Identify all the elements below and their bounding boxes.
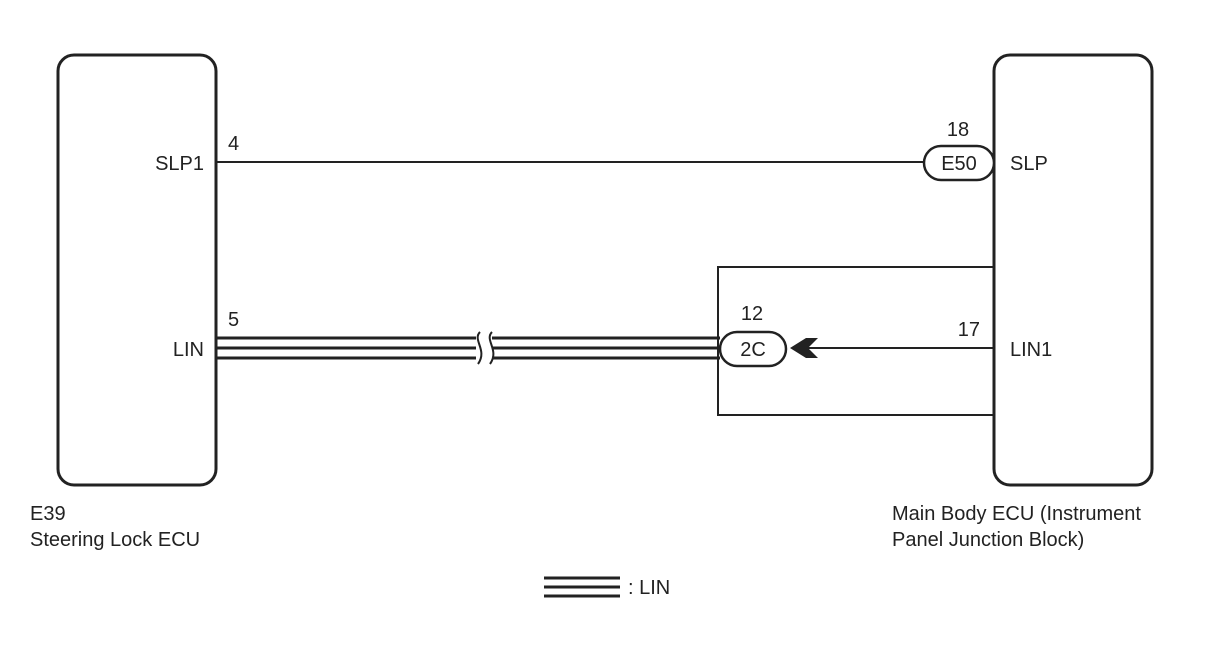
junction-block-enclosure: [717, 266, 994, 416]
wire-break-symbol: [476, 331, 495, 365]
connector-2c-pin: 12: [741, 303, 763, 325]
pin-label-lin: LIN: [173, 339, 204, 361]
steering-lock-ecu-box: [56, 53, 218, 487]
right-ecu-name-line2: Panel Junction Block): [892, 529, 1084, 551]
pin-label-slp1: SLP1: [155, 153, 204, 175]
pin-number-17: 17: [958, 319, 980, 341]
connector-e50-pin: 18: [947, 119, 969, 141]
legend-label: : LIN: [628, 577, 670, 599]
legend-line-symbol: [544, 576, 620, 598]
left-ecu-code: E39: [30, 503, 66, 525]
connector-2c: [718, 330, 788, 368]
right-ecu-name-line1: Main Body ECU (Instrument: [892, 503, 1141, 525]
lin-wire: [216, 336, 720, 360]
connector-e50-label: E50: [941, 153, 977, 175]
pin-label-lin1: LIN1: [1010, 339, 1052, 361]
connector-e50: [922, 144, 996, 182]
pin-number-5: 5: [228, 309, 239, 331]
pin-number-4: 4: [228, 133, 239, 155]
left-ecu-name: Steering Lock ECU: [30, 529, 200, 551]
connector-2c-label: 2C: [740, 339, 766, 361]
main-body-ecu-box: [992, 53, 1154, 487]
connector-arrow-icon: [790, 338, 818, 358]
pin-label-slp: SLP: [1010, 153, 1048, 175]
